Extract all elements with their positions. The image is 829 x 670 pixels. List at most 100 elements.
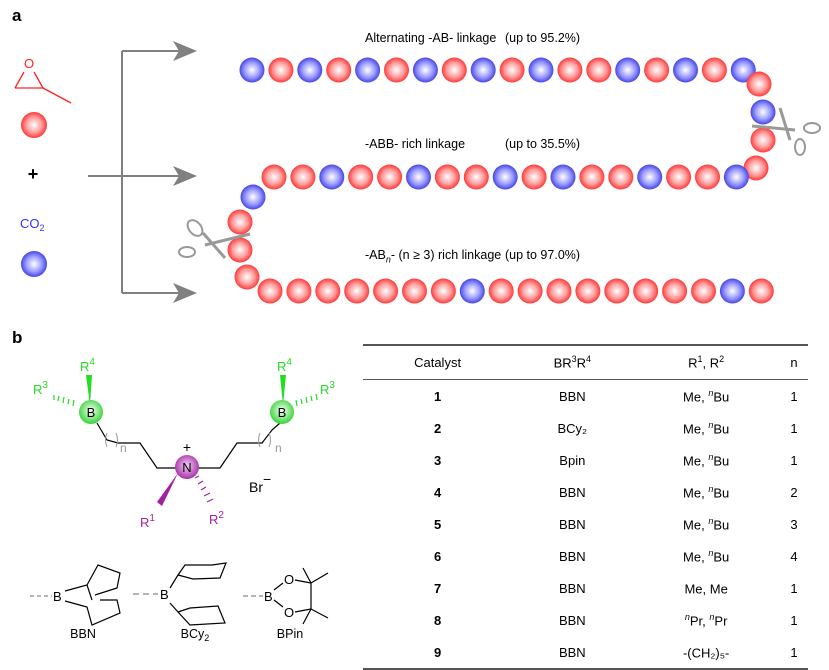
- epoxide-unit-ball: [227, 209, 253, 235]
- bcy2-fragment: B: [133, 562, 227, 626]
- br3r4-cell: BBN: [558, 516, 586, 532]
- epoxide-unit-ball: [586, 57, 612, 83]
- co2-unit-ball: [406, 164, 431, 190]
- catalyst-cell: 8: [433, 612, 442, 628]
- epoxide-oxygen: O: [24, 56, 34, 71]
- epoxide-unit-ball: [575, 278, 601, 304]
- r4-right: R4: [277, 357, 292, 374]
- r3-right: R3: [320, 380, 335, 397]
- co2-unit-ball: [470, 57, 496, 83]
- r1-r2-cell: Me, nBu: [683, 547, 730, 565]
- epoxide-unit-ball: [290, 164, 316, 190]
- epoxide-unit-ball: [748, 278, 774, 304]
- epoxide-unit-ball: [434, 164, 460, 190]
- n-cell: 2: [790, 484, 798, 500]
- br3r4-cell: BCy₂: [557, 420, 588, 436]
- epoxide-unit-ball: [488, 278, 514, 304]
- epoxide-unit-ball: [227, 237, 253, 263]
- epoxide-unit-ball: [666, 164, 692, 190]
- epoxide-unit-ball: [644, 57, 670, 83]
- epoxide-unit-ball: [377, 164, 403, 190]
- epoxide-unit-ball: [441, 57, 467, 83]
- r1-r2-cell: Me, Me: [684, 581, 728, 597]
- co2-unit-ball: [719, 278, 745, 304]
- catalyst-cell: 3: [433, 452, 442, 468]
- nitrogen-center: N: [182, 460, 191, 475]
- header-br3r4: BR3R4: [512, 344, 633, 380]
- r1-r2-cell: -(CH₂)₅-: [632, 636, 780, 670]
- catalyst-cell: 2: [433, 420, 442, 436]
- r1-r2-cell: Me, nBu: [683, 419, 730, 437]
- epoxide-unit-ball: [695, 164, 720, 190]
- svg-text:B: B: [53, 589, 62, 604]
- bromide-counterion: Br−: [249, 471, 271, 495]
- epoxide-unit-ball: [234, 264, 260, 290]
- repeat-n-left: n: [120, 441, 127, 455]
- positive-charge: +: [183, 439, 191, 455]
- epoxide-unit-ball: [517, 278, 543, 304]
- epoxide-unit-ball: [662, 278, 688, 304]
- co2-unit-ball: [637, 164, 663, 190]
- br3r4-cell: BBN: [558, 388, 586, 404]
- chain-1-title: Alternating -AB- linkage: [365, 31, 497, 45]
- br3r4-cell: BBN: [558, 612, 586, 628]
- epoxide-unit-ball: [546, 278, 572, 304]
- reaction-arrows: [88, 41, 197, 303]
- co2-unit-ball: [355, 57, 381, 83]
- co2-unit-ball: [412, 57, 438, 83]
- co2-unit-ball: [240, 184, 266, 210]
- epoxide-monomer-ball: [21, 112, 47, 138]
- br3r4-cell: BBN: [512, 636, 633, 670]
- chain-2-title: -ABB- rich linkage: [365, 137, 466, 151]
- epoxide-unit-ball: [315, 278, 341, 304]
- bpin-fragment: B O O: [243, 567, 329, 625]
- epoxide-structure: [14, 71, 72, 104]
- plus-sign: +: [28, 164, 39, 184]
- r1-r2-cell: nPr, nPr: [684, 611, 728, 629]
- br3r4-cell: BBN: [558, 484, 586, 500]
- header-r1-r2: R1, R2: [632, 344, 780, 380]
- polymer-chains: [227, 57, 776, 304]
- n-cell: 1: [790, 452, 798, 468]
- chain-1-yield: (up to 95.2%): [505, 31, 581, 45]
- n-cell: 1: [790, 388, 798, 404]
- epoxide-unit-ball: [384, 57, 409, 83]
- bbn-fragment: B: [30, 564, 121, 626]
- catalyst-cell: 7: [433, 580, 442, 596]
- catalyst-cell: 1: [433, 388, 442, 404]
- table-row: 2 BCy₂ Me, nBu 1: [363, 412, 808, 444]
- svg-text:O: O: [284, 572, 294, 587]
- epoxide-unit-ball: [579, 164, 605, 190]
- catalyst-cell: 6: [433, 548, 442, 564]
- boron-left: B: [87, 405, 96, 420]
- epoxide-unit-ball: [257, 278, 283, 304]
- co2-unit-ball: [723, 164, 749, 190]
- bbn-label: BBN: [70, 627, 96, 641]
- r2-label: R2: [209, 510, 224, 527]
- co2-label: CO2: [20, 216, 45, 233]
- boron-right: B: [278, 405, 287, 420]
- bcy2-label: BCy2: [181, 627, 210, 643]
- epoxide-unit-ball: [326, 57, 352, 83]
- epoxide-unit-ball: [499, 57, 525, 83]
- r4-left: R4: [80, 357, 95, 374]
- br3r4-cell: BBN: [558, 580, 586, 596]
- co2-unit-ball: [492, 164, 518, 190]
- epoxide-unit-ball: [701, 57, 727, 83]
- catalyst-cell: 5: [433, 516, 442, 532]
- co2-unit-ball: [239, 57, 265, 83]
- n-cell: 1: [790, 420, 798, 436]
- n-cell: 4: [790, 548, 798, 564]
- bpin-label: BPin: [277, 627, 303, 641]
- header-catalyst: Catalyst: [363, 344, 513, 380]
- co2-unit-ball: [615, 57, 641, 83]
- n-cell: 1: [790, 612, 798, 628]
- br3r4-cell: BBN: [558, 548, 586, 564]
- co2-unit-ball: [528, 57, 554, 83]
